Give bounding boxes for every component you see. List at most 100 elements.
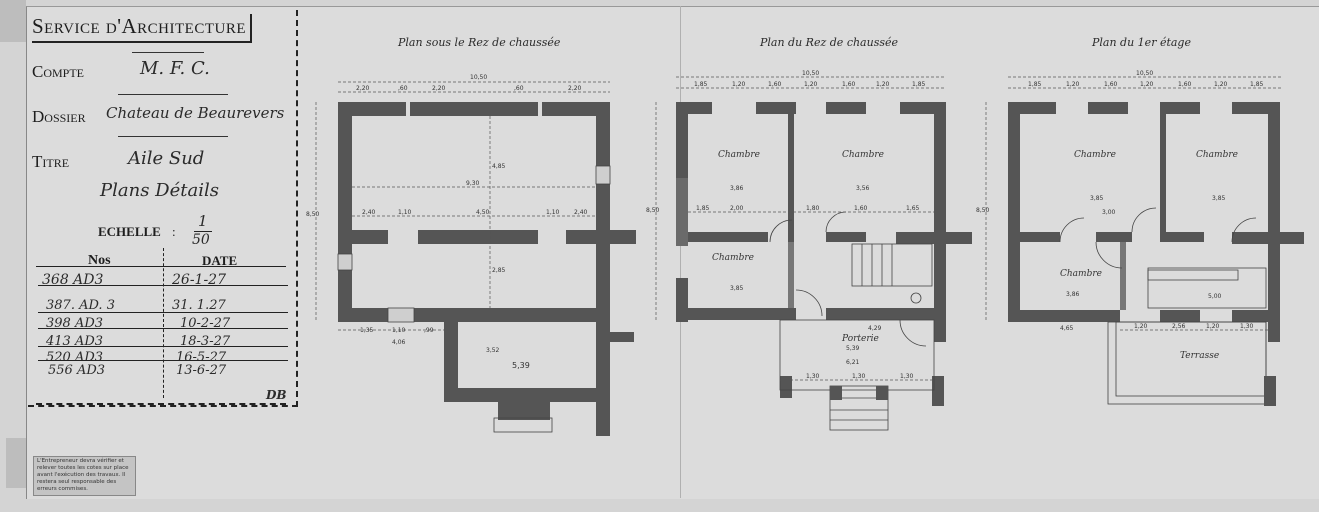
ground-wall-top-3 [826,102,866,114]
revision-no-6: 556 AD3 [48,363,106,378]
ground-door-swing-1 [769,219,793,243]
upper-dim-total: 10,50 [1136,70,1153,77]
ground-dim-top-2: 1,20 [732,81,746,88]
ground-room-label: Chambre [842,150,884,160]
upper-wall-bottom-mid [1160,310,1200,322]
compte-label: Compte [32,62,85,81]
upper-wall-top-3 [1160,102,1200,114]
revision-no-2: 387. AD. 3 [46,298,115,313]
echelle-label: Echelle [98,224,161,239]
titre-value-2: Plans Détails [100,180,219,201]
ground-dim-top-1: 1,85 [694,81,708,88]
ground-partition-2 [826,232,866,242]
strike-line-5 [38,360,288,361]
ground-room-label: Chambre [712,253,754,263]
upper-dim-top-1: 1,85 [1028,81,1042,88]
compte-underline-2 [118,94,228,95]
upper-terrace [1107,321,1267,405]
upper-dim-ter-2: 2,56 [1172,323,1186,330]
basement-dim-ext: 5,39 [512,361,530,370]
revision-no-3: 398 AD3 [46,316,104,331]
ground-door-swing-4 [899,319,927,347]
ground-dim-top-6: 1,20 [876,81,890,88]
basement-wall-right [596,102,610,436]
tape-corner-top [0,0,26,42]
ground-wall-left-top [676,102,688,178]
upper-partition-2 [1096,232,1132,242]
revision-no-4: 413 AD3 [46,334,104,349]
upper-stair-rail [1147,269,1239,281]
basement-dim-bottom-total: 4,06 [392,339,406,346]
ground-step-post-right [876,386,888,400]
upper-partition-4 [1232,232,1304,244]
upper-dim-ter-1: 1,20 [1134,323,1148,330]
echelle-fraction-bar [194,231,212,232]
upper-room-label: Chambre [1074,150,1116,160]
echelle-numerator: 1 [198,212,208,230]
upper-room-label: Chambre [1060,269,1102,279]
contractor-stamp: L'Entrepreneur devra vérifier et relever… [33,456,136,496]
echelle-denominator: 50 [192,232,210,248]
ground-spine-low [788,242,794,308]
strike-line-3 [38,328,288,329]
upper-room-width-left: 3,85 [1090,195,1104,202]
upper-spine [1160,114,1166,232]
revision-date-3: 10-2-27 [180,316,231,331]
upper-dim-top-4: 1,20 [1140,81,1154,88]
ground-wall-top-2 [756,102,796,114]
upper-dim-top-7: 1,85 [1250,81,1264,88]
revision-date-6: 13-6-27 [176,363,227,378]
basement-dim-mid-4: 1,10 [546,209,560,216]
upper-partition-3 [1160,232,1204,242]
basement-partition-right [566,230,636,244]
date-header: Date [202,253,238,268]
ground-dim-mid-4: 1,60 [854,205,868,212]
upper-wall-left [1008,102,1020,322]
ground-door-swing-2 [825,211,847,233]
basement-dim-bottom-1: 1,35 [360,327,374,334]
basement-dim-mid-2: 1,10 [398,209,412,216]
basement-wall-bottom-left [338,308,388,322]
basement-dim-top-5: 2,20 [568,85,582,92]
upper-door-swing-4 [1231,217,1257,243]
basement-ext-step [498,400,550,420]
basement-wall-left [338,102,352,322]
revision-date-5: 16-5-27 [176,350,227,365]
basement-dim-h2: 2,85 [492,267,506,274]
dossier-value: Chateau de Beaurevers [106,104,285,122]
basement-door-bottom [387,307,415,323]
upper-spine-low [1120,242,1126,310]
basement-wall-top-right [542,102,610,116]
ground-dim-total: 10,50 [802,70,819,77]
ground-dim-mid-1: 1,85 [696,205,710,212]
basement-plan-title: Plan sous le Rez de chaussée [398,36,561,49]
basement-ext-stub [610,332,634,342]
upper-dim-bottom: 4,65 [1060,325,1074,332]
ground-plan: 10,50 1,85 1,20 1,60 1,20 1,60 1,20 1,85 [646,70,972,431]
ground-room-width-low: 3,85 [730,285,744,292]
ground-steps [829,385,889,431]
upper-plan: 10,50 1,85 1,20 1,60 1,20 1,60 1,20 1,85 [976,70,1304,406]
dossier-underline [118,136,228,137]
upper-plan-title: Plan du 1er étage [1092,36,1191,49]
revision-date-4: 18-3-27 [180,334,231,349]
basement-ext-sill [493,417,553,433]
initials: DB [266,388,287,402]
basement-dim-top-1: 2,20 [356,85,370,92]
ground-wall-left-mid [676,178,688,246]
basement-dim-bottom-2: 1,10 [392,327,406,334]
basement-wall-top-left [338,102,406,116]
echelle-colon: : [172,224,176,239]
basement-dim-mid-3: 4,50 [476,209,490,216]
ground-porch-right [932,376,944,406]
upper-dim-top-6: 1,20 [1214,81,1228,88]
upper-bath-width: 3,00 [1102,209,1116,216]
upper-door-swing-2 [1131,207,1157,233]
ground-dim-steps-2: 1,30 [852,373,866,380]
ground-dim-top-4: 1,20 [804,81,818,88]
table-bottom-rule [36,403,286,405]
ground-partition [688,232,768,242]
table-header-rule [36,266,286,267]
upper-dim-ter-3: 1,20 [1206,323,1220,330]
